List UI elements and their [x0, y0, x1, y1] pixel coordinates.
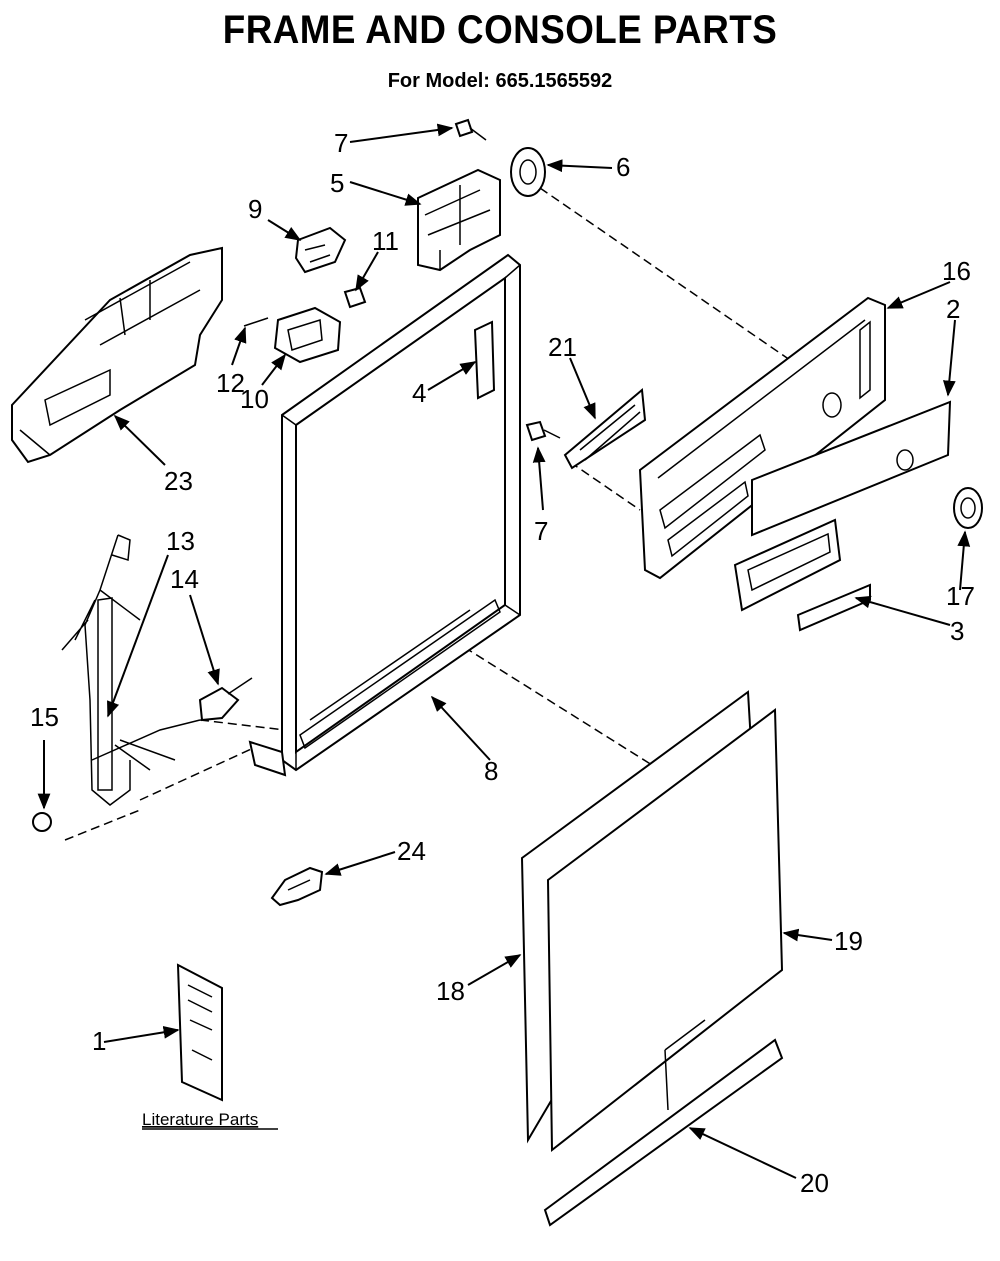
callout-5: 5: [330, 168, 344, 198]
callout-7-side: 7: [534, 516, 548, 546]
part-23-housing: [11, 246, 223, 464]
part-6-knob: [510, 147, 546, 197]
part-7-screw-side: [525, 420, 561, 442]
part-7-screw-top: [454, 118, 487, 141]
model-subtitle: For Model: 665.1565592: [387, 70, 613, 92]
callout-19: 19: [834, 926, 863, 956]
part-21-button-panel: [563, 388, 647, 470]
callout-17: 17: [946, 581, 975, 611]
callout-4: 4: [412, 378, 426, 408]
leader-lines: [37, 123, 971, 1179]
callout-8: 8: [484, 756, 498, 786]
part-5-timer: [417, 168, 501, 272]
part-2-overlay: [751, 400, 952, 537]
callout-7-top: 7: [334, 128, 348, 158]
part-9-switch: [294, 226, 347, 274]
callout-15: 15: [30, 702, 59, 732]
callout-6: 6: [616, 152, 630, 182]
callout-12: 12: [216, 368, 245, 398]
diagram-title: FRAME AND CONSOLE PARTS: [222, 8, 778, 52]
part-14-switch: [198, 677, 253, 722]
callout-14: 14: [170, 564, 199, 594]
part-24-clip: [270, 866, 324, 907]
part-10-bracket: [273, 306, 342, 364]
callout-20: 20: [800, 1168, 829, 1198]
part-1-literature: [176, 963, 223, 1102]
part-13-wire-harness: [61, 534, 201, 806]
part-16-console: [638, 296, 886, 580]
callout-18: 18: [436, 976, 465, 1006]
part-17-knob: [953, 487, 983, 529]
callout-21: 21: [548, 332, 577, 362]
callout-2: 2: [946, 294, 960, 324]
part-15-screw: [32, 812, 52, 832]
callout-16: 16: [942, 256, 971, 286]
part-8-frame: [248, 253, 521, 777]
callout-9: 9: [248, 194, 262, 224]
callout-10: 10: [240, 384, 269, 414]
part-12-pin: [243, 317, 269, 327]
callout-1: 1: [92, 1026, 106, 1056]
part-lens-window: [733, 518, 842, 612]
callout-23: 23: [164, 466, 193, 496]
part-3-strip: [796, 583, 871, 632]
callout-11: 11: [372, 226, 399, 256]
callout-3: 3: [950, 616, 964, 646]
part-11-connector: [343, 286, 367, 309]
callout-13: 13: [166, 526, 195, 556]
literature-parts-label: Literature Parts: [142, 1110, 258, 1129]
part-20-door-strip: [543, 1038, 784, 1227]
callout-24: 24: [397, 836, 426, 866]
part-19-door-panel: [546, 708, 784, 1153]
